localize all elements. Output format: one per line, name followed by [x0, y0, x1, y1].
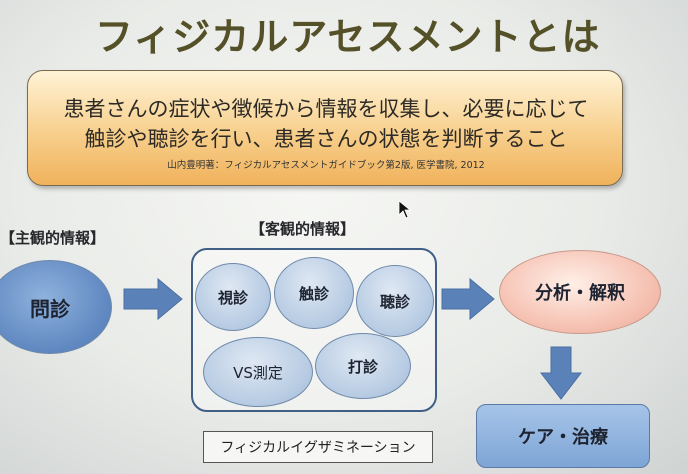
objective-info-label: 【客観的情報】: [250, 220, 356, 238]
physical-examination-label: フィジカルイグザミネーション: [203, 431, 433, 463]
definition-text-line-1: 患者さんの症状や徴候から情報を収集し、必要に応じて: [63, 97, 589, 121]
auscultation-ellipse: 聴診: [356, 265, 434, 337]
definition-box: 患者さんの症状や徴候から情報を収集し、必要に応じて 触診や聴診を行い、患者さんの…: [27, 70, 623, 186]
definition-source: 山内豊明著：フィジカルアセスメントガイドブック第2版, 医学書院, 2012: [167, 160, 485, 171]
percussion-ellipse: 打診: [315, 333, 411, 399]
vital-signs-ellipse: VS測定: [203, 337, 313, 407]
care-box: ケア・治療: [476, 404, 650, 468]
interview-ellipse: 問診: [0, 260, 112, 354]
slide-title: フィジカルアセスメントとは: [95, 15, 601, 59]
analysis-ellipse: 分析・解釈: [499, 250, 661, 334]
inspection-ellipse: 視診: [195, 263, 271, 331]
arrow-right-icon: [441, 277, 495, 321]
arrow-down-icon: [539, 346, 583, 400]
mouse-pointer-icon: [398, 200, 412, 219]
palpation-ellipse: 触診: [274, 257, 354, 329]
arrow-right-icon: [123, 277, 183, 321]
subjective-info-label: 【主観的情報】: [0, 229, 106, 247]
definition-text-line-2: 触診や聴診を行い、患者さんの状態を判断すること: [84, 127, 568, 151]
